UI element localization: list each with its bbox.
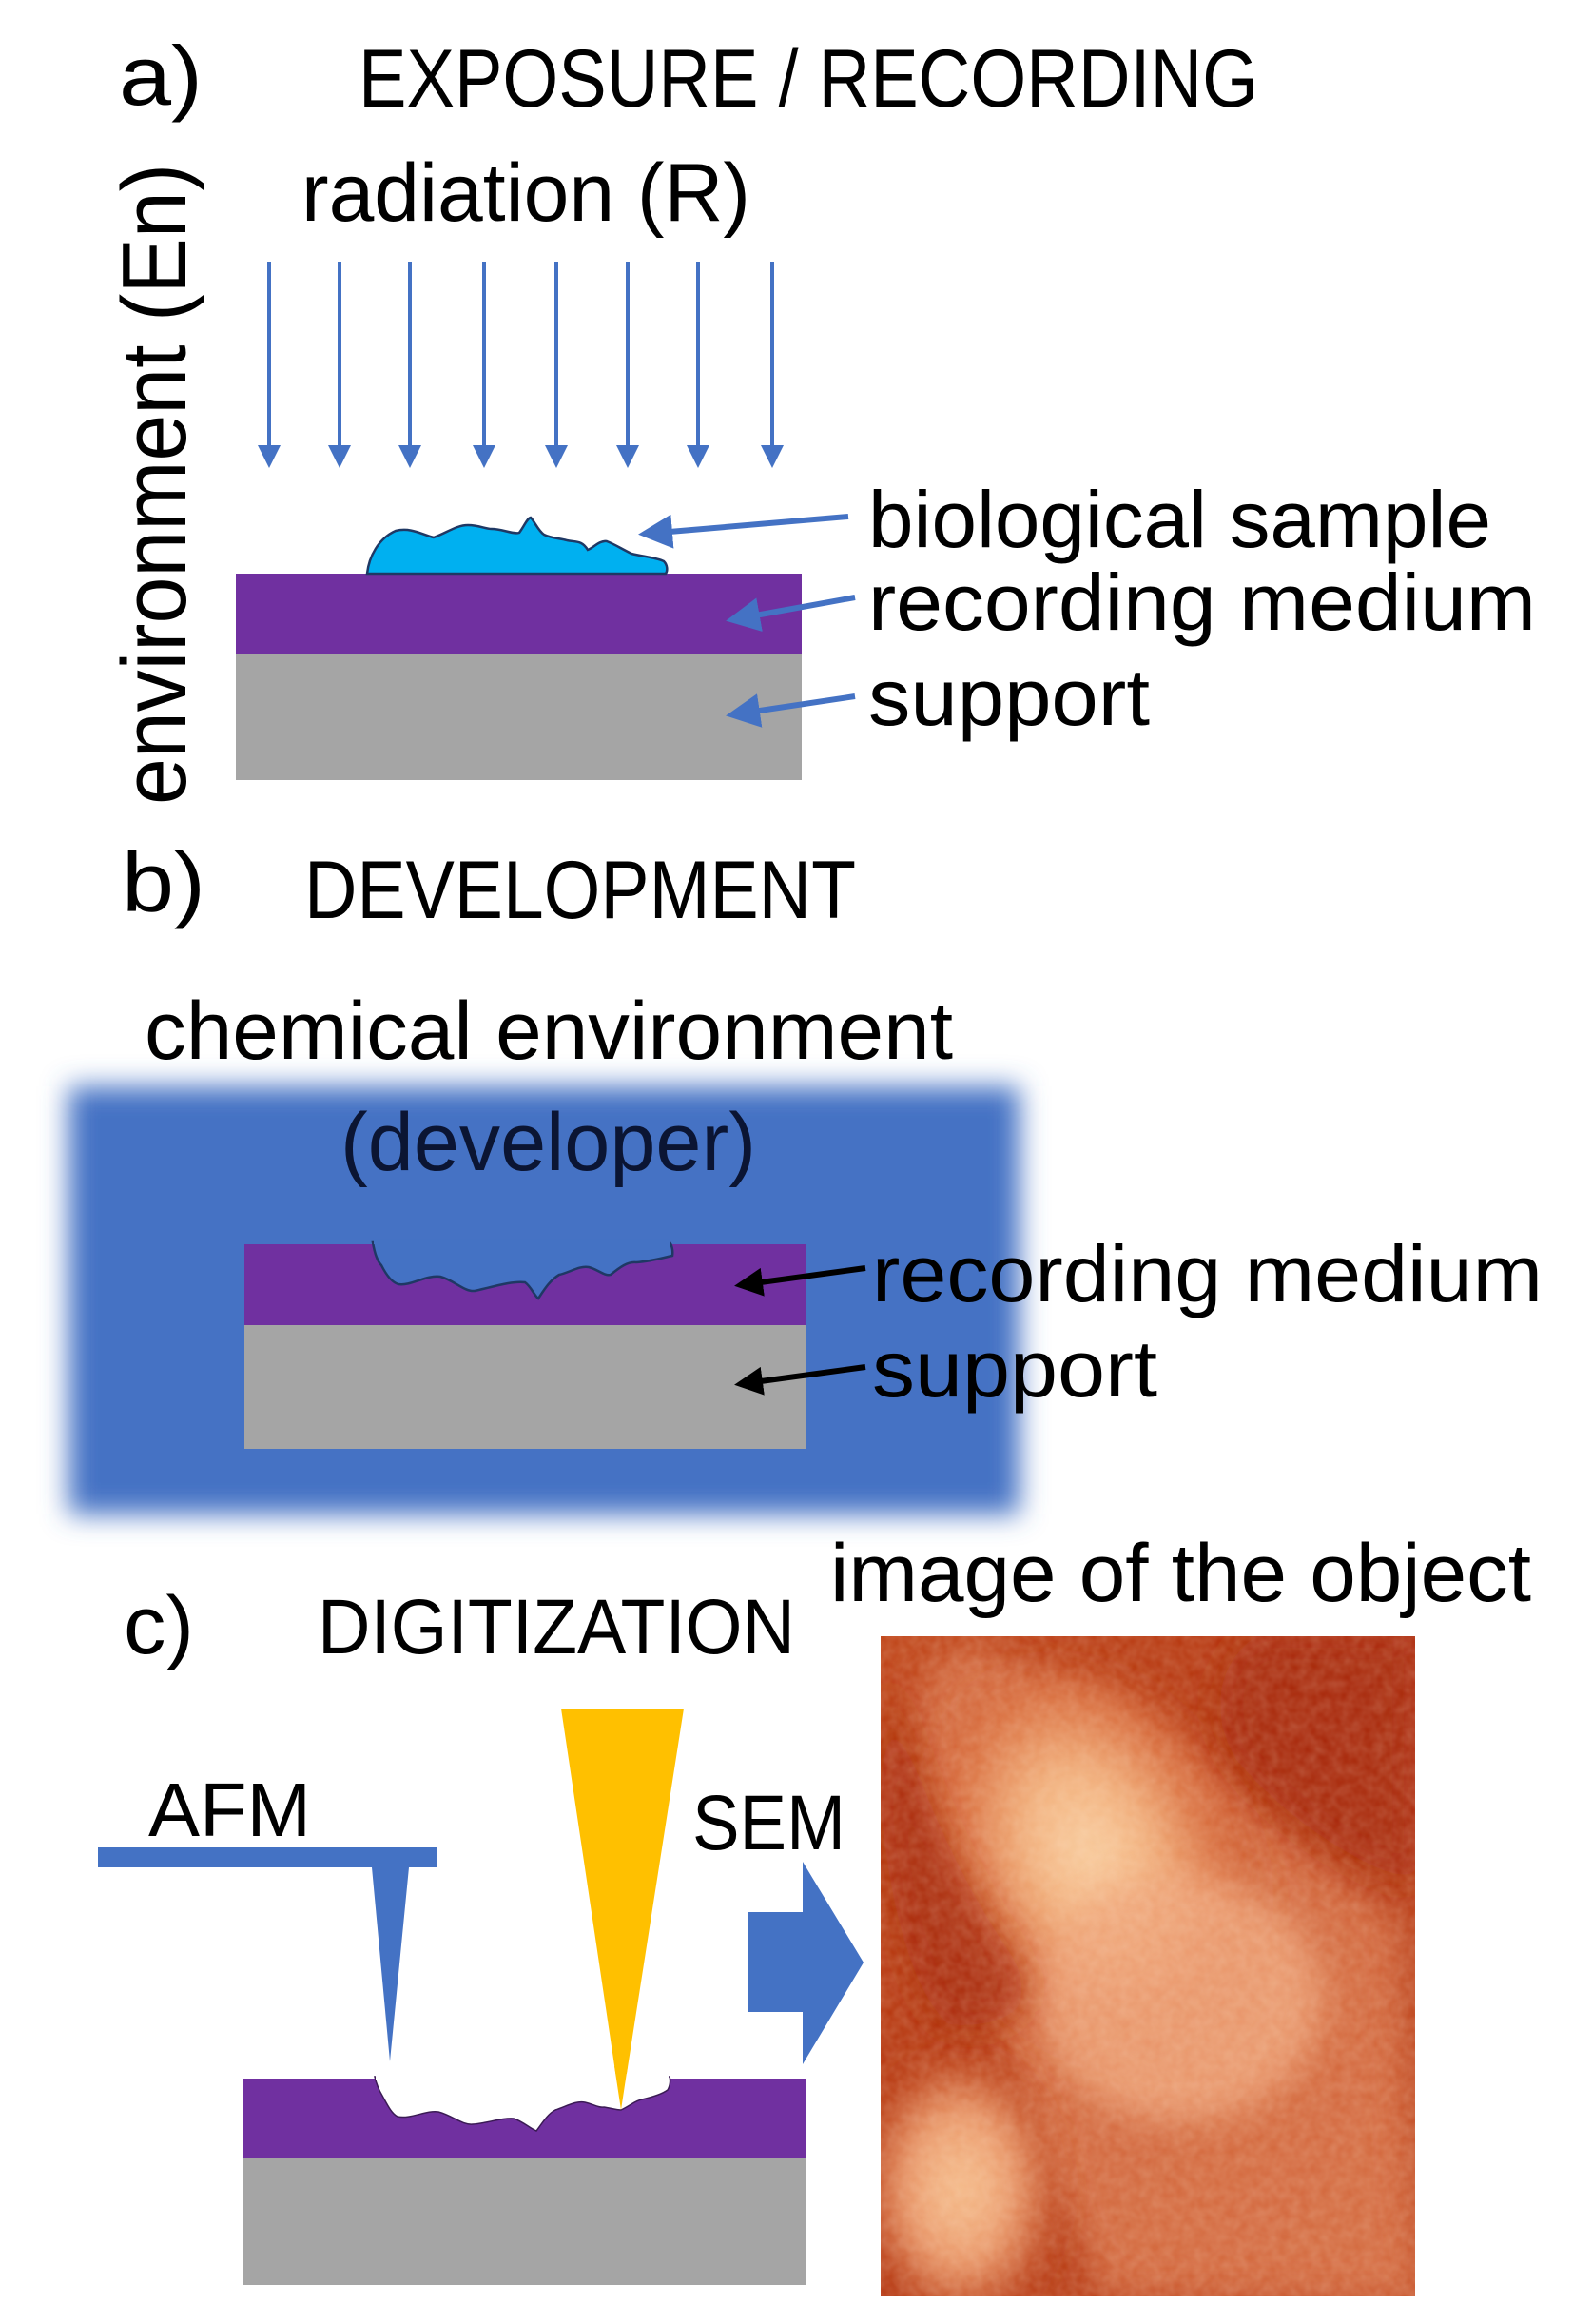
- panel-b-title: DEVELOPMENT: [304, 845, 856, 936]
- scanned-pit-c: [374, 2076, 671, 2132]
- support-label-a: support: [868, 653, 1150, 742]
- medium-label-a: recording medium: [868, 557, 1536, 647]
- sem-beam-tip: [614, 2066, 628, 2110]
- panel-a-letter: a): [119, 29, 203, 123]
- panel-a-title: EXPOSURE / RECORDING: [359, 33, 1258, 125]
- medium-pointer-arrow-icon-b: [734, 1265, 866, 1297]
- image-of-object-label: image of the object: [830, 1528, 1531, 1619]
- sample-pointer-arrow-icon: [638, 514, 849, 549]
- environment-label: environment (En): [104, 164, 205, 805]
- panel-b: b) DEVELOPMENT chemical environment (dev…: [68, 835, 1543, 1514]
- panel-c: c) DIGITIZATION image of the object AFM …: [98, 1528, 1531, 2296]
- recording-medium-layer-a: [236, 574, 802, 654]
- panel-c-letter: c): [124, 1580, 194, 1671]
- sem-beam-icon: [561, 1709, 684, 2110]
- panel-c-title: DIGITIZATION: [318, 1584, 795, 1670]
- chemical-environment-label: chemical environment: [145, 986, 953, 1077]
- output-arrow-icon: [748, 1862, 864, 2064]
- sem-label: SEM: [692, 1780, 845, 1866]
- panel-a: a) EXPOSURE / RECORDING radiation (R) en…: [104, 29, 1536, 805]
- afm-label: AFM: [148, 1767, 311, 1852]
- biological-sample-shape: [365, 516, 669, 576]
- panel-b-letter: b): [122, 835, 205, 929]
- support-layer-a: [236, 653, 802, 780]
- medium-label-b: recording medium: [872, 1229, 1543, 1318]
- pit-top-clear: [376, 2074, 669, 2080]
- afm-tip-icon: [372, 1867, 409, 2061]
- support-label-b: support: [872, 1324, 1157, 1414]
- radiation-arrows: [258, 262, 784, 468]
- support-layer-c: [243, 2158, 806, 2285]
- medium-pointer-arrow-icon: [726, 595, 856, 632]
- pit-top-fill: [374, 1239, 670, 1244]
- developed-pit-b: [371, 1240, 674, 1300]
- support-pointer-arrow-icon: [726, 693, 856, 728]
- support-pointer-arrow-icon-b: [734, 1364, 866, 1396]
- developer-label: (developer): [340, 1097, 756, 1188]
- sample-label: biological sample: [868, 475, 1491, 564]
- radiation-label: radiation (R): [301, 147, 750, 239]
- afm-image: [881, 1636, 1415, 2296]
- afm-cantilever: [98, 1847, 437, 1867]
- support-layer-b: [244, 1324, 806, 1449]
